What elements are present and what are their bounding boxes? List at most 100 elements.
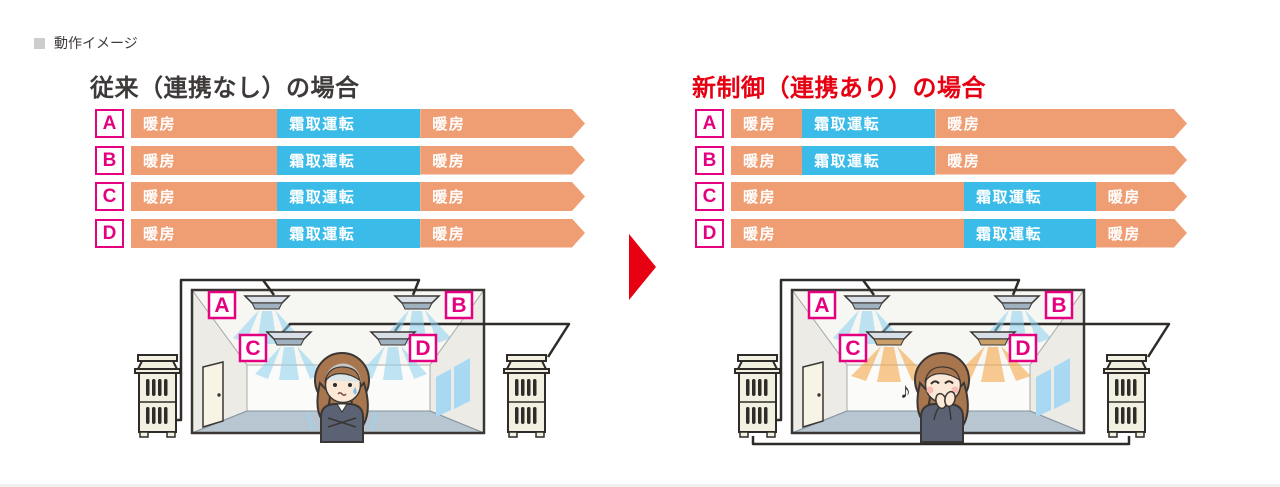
timeline-bar: 暖房霜取運転暖房 (731, 145, 1187, 175)
segment-text: 霜取運転 (976, 225, 1043, 243)
section-bullet-icon (34, 37, 45, 49)
timeline-row: A 暖房 霜取運転 暖房 (95, 109, 585, 138)
svg-text:B: B (451, 294, 466, 317)
segment-text: 暖房 (432, 152, 466, 170)
segment-text: 暖房 (1107, 225, 1141, 243)
segment-text: 暖房 (743, 116, 777, 133)
segment-heating: 暖房 (731, 218, 965, 248)
segment-text: 暖房 (143, 116, 177, 133)
segment-heating: 暖房 (420, 146, 585, 175)
segment-heating: 暖房 (731, 109, 803, 138)
svg-text:C: C (845, 337, 860, 360)
segment-defrost: 霜取運転 (277, 145, 421, 175)
segment-text: 暖房 (432, 189, 466, 206)
segment-text: 霜取運転 (289, 189, 356, 206)
timeline-bar: 暖房 霜取運転 暖房 (131, 109, 585, 138)
row-unit-label: A (95, 109, 124, 138)
svg-text:A: A (814, 294, 829, 317)
segment-heating: 暖房 (935, 109, 1187, 138)
timeline-bar: 暖房 霜取運転 暖房 (731, 218, 1187, 248)
segment-heating: 暖房 (1096, 219, 1187, 248)
outdoor-unit-left (734, 354, 781, 438)
unit-label-d: D (1008, 333, 1038, 363)
unit-label-c: C (238, 333, 268, 363)
segment-text: 暖房 (1107, 189, 1141, 206)
segment-heating: 暖房 (131, 218, 278, 248)
unit-label-a: A (207, 290, 237, 320)
outdoor-unit-left (134, 354, 181, 438)
unit-label-a: A (807, 290, 837, 320)
svg-text:D: D (415, 337, 430, 360)
timeline-row: C 暖房 霜取運転 暖房 (695, 182, 1187, 211)
segment-heating: 暖房 (131, 145, 278, 175)
unit-label-c: C (838, 333, 868, 363)
timeline-bar: 暖房 霜取運転 暖房 (131, 182, 585, 211)
outdoor-unit-right (1103, 354, 1150, 438)
refrigerant-pipes (751, 278, 1171, 446)
door (802, 361, 824, 429)
section-title: 動作イメージ (54, 35, 138, 51)
svg-text:D: D (1015, 337, 1030, 360)
row-unit-label: C (695, 182, 724, 211)
scene-new-control-room: ♪ A B C D (734, 278, 1171, 446)
segment-text: 霜取運転 (976, 189, 1043, 206)
cold-sweat-drop (353, 387, 357, 395)
segment-heating: 暖房 (420, 109, 585, 138)
unit-label-d: D (408, 333, 438, 363)
segment-defrost: 霜取運転 (964, 182, 1096, 211)
timeline-bar: 暖房 霜取運転 暖房 (731, 109, 1187, 138)
unit-label-b: B (444, 290, 474, 320)
segment-defrost: 霜取運転 (277, 182, 421, 211)
unit-label-b: B (1044, 290, 1074, 320)
segment-text: 暖房 (743, 225, 777, 243)
segment-defrost: 霜取運転 (277, 218, 421, 248)
segment-text: 霜取運転 (289, 225, 356, 243)
transition-arrow-icon (629, 234, 656, 300)
window (1036, 358, 1070, 417)
segment-heating: 暖房 (420, 182, 585, 211)
segment-text: 暖房 (432, 225, 466, 243)
segment-text: 霜取運転 (289, 152, 356, 170)
music-note: ♪ (900, 378, 911, 403)
section-header: 動作イメージ (34, 33, 138, 53)
row-unit-label: C (95, 182, 124, 211)
timeline-row: C 暖房 霜取運転 暖房 (95, 182, 585, 211)
person-cold (306, 352, 378, 443)
segment-heating: 暖房 (131, 182, 278, 211)
person-happy: ♪ (900, 352, 970, 443)
row-unit-label: B (695, 145, 724, 175)
segment-text: 暖房 (947, 116, 981, 133)
shiver-mark (370, 411, 378, 431)
panel-title-new-control: 新制御（連携あり）の場合 (692, 75, 986, 102)
segment-text: 暖房 (743, 189, 777, 206)
timeline-row: D 暖房 霜取運転 暖房 (695, 218, 1187, 248)
svg-text:C: C (245, 337, 260, 360)
door (202, 361, 224, 429)
segment-text: 暖房 (947, 152, 981, 170)
segment-heating: 暖房 (935, 146, 1187, 175)
segment-heating: 暖房 (420, 219, 585, 248)
segment-heating: 暖房 (1096, 182, 1187, 211)
segment-text: 暖房 (143, 189, 177, 206)
shiver-mark (306, 411, 314, 431)
segment-heating: 暖房 (131, 109, 278, 138)
row-unit-label: B (95, 145, 124, 175)
panel-title-conventional: 従来（連携なし）の場合 (90, 75, 360, 102)
indoor-unit-d (359, 331, 427, 380)
segment-text: 暖房 (743, 152, 777, 170)
segment-text: 霜取運転 (289, 116, 356, 133)
row-unit-label: D (695, 218, 724, 248)
segment-defrost: 霜取運転 (802, 109, 936, 138)
indoor-unit-c (851, 331, 927, 382)
segment-text: 暖房 (143, 225, 177, 243)
segment-text: 霜取運転 (814, 116, 881, 133)
svg-text:A: A (214, 294, 229, 317)
linkage-pipe (751, 436, 1131, 446)
